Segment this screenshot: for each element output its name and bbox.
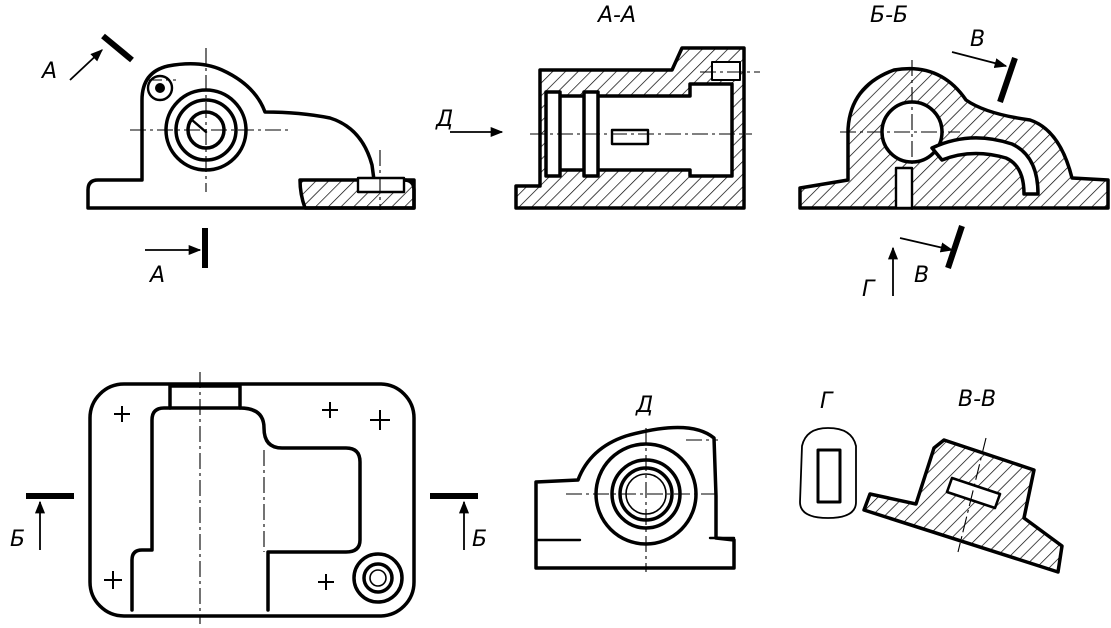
view-d: Д <box>534 393 736 572</box>
section-vv: В-В <box>862 387 1064 574</box>
section-bb-title: Б-Б <box>870 3 908 28</box>
label-view-a-bottom: А <box>148 263 165 288</box>
label-cut-b-right: Б <box>472 527 487 552</box>
label-view-v-top: В <box>970 27 985 52</box>
view-g-title: Г <box>820 389 834 414</box>
front-view: А А <box>40 33 416 288</box>
section-aa: А-А Д <box>435 3 760 210</box>
section-vv-title: В-В <box>958 387 996 412</box>
top-view: Б Б <box>10 372 487 624</box>
label-view-d-arrow: Д <box>435 107 453 132</box>
view-d-title: Д <box>635 393 653 418</box>
label-view-g-arrow: Г <box>862 277 876 302</box>
section-aa-title: А-А <box>596 3 636 28</box>
section-bb: Б-Б В В Г <box>798 3 1110 302</box>
label-cut-b-left: Б <box>10 527 25 552</box>
label-view-v-bottom: В <box>914 263 929 288</box>
view-g: Г <box>799 389 857 519</box>
label-view-a-left: А <box>40 59 57 84</box>
